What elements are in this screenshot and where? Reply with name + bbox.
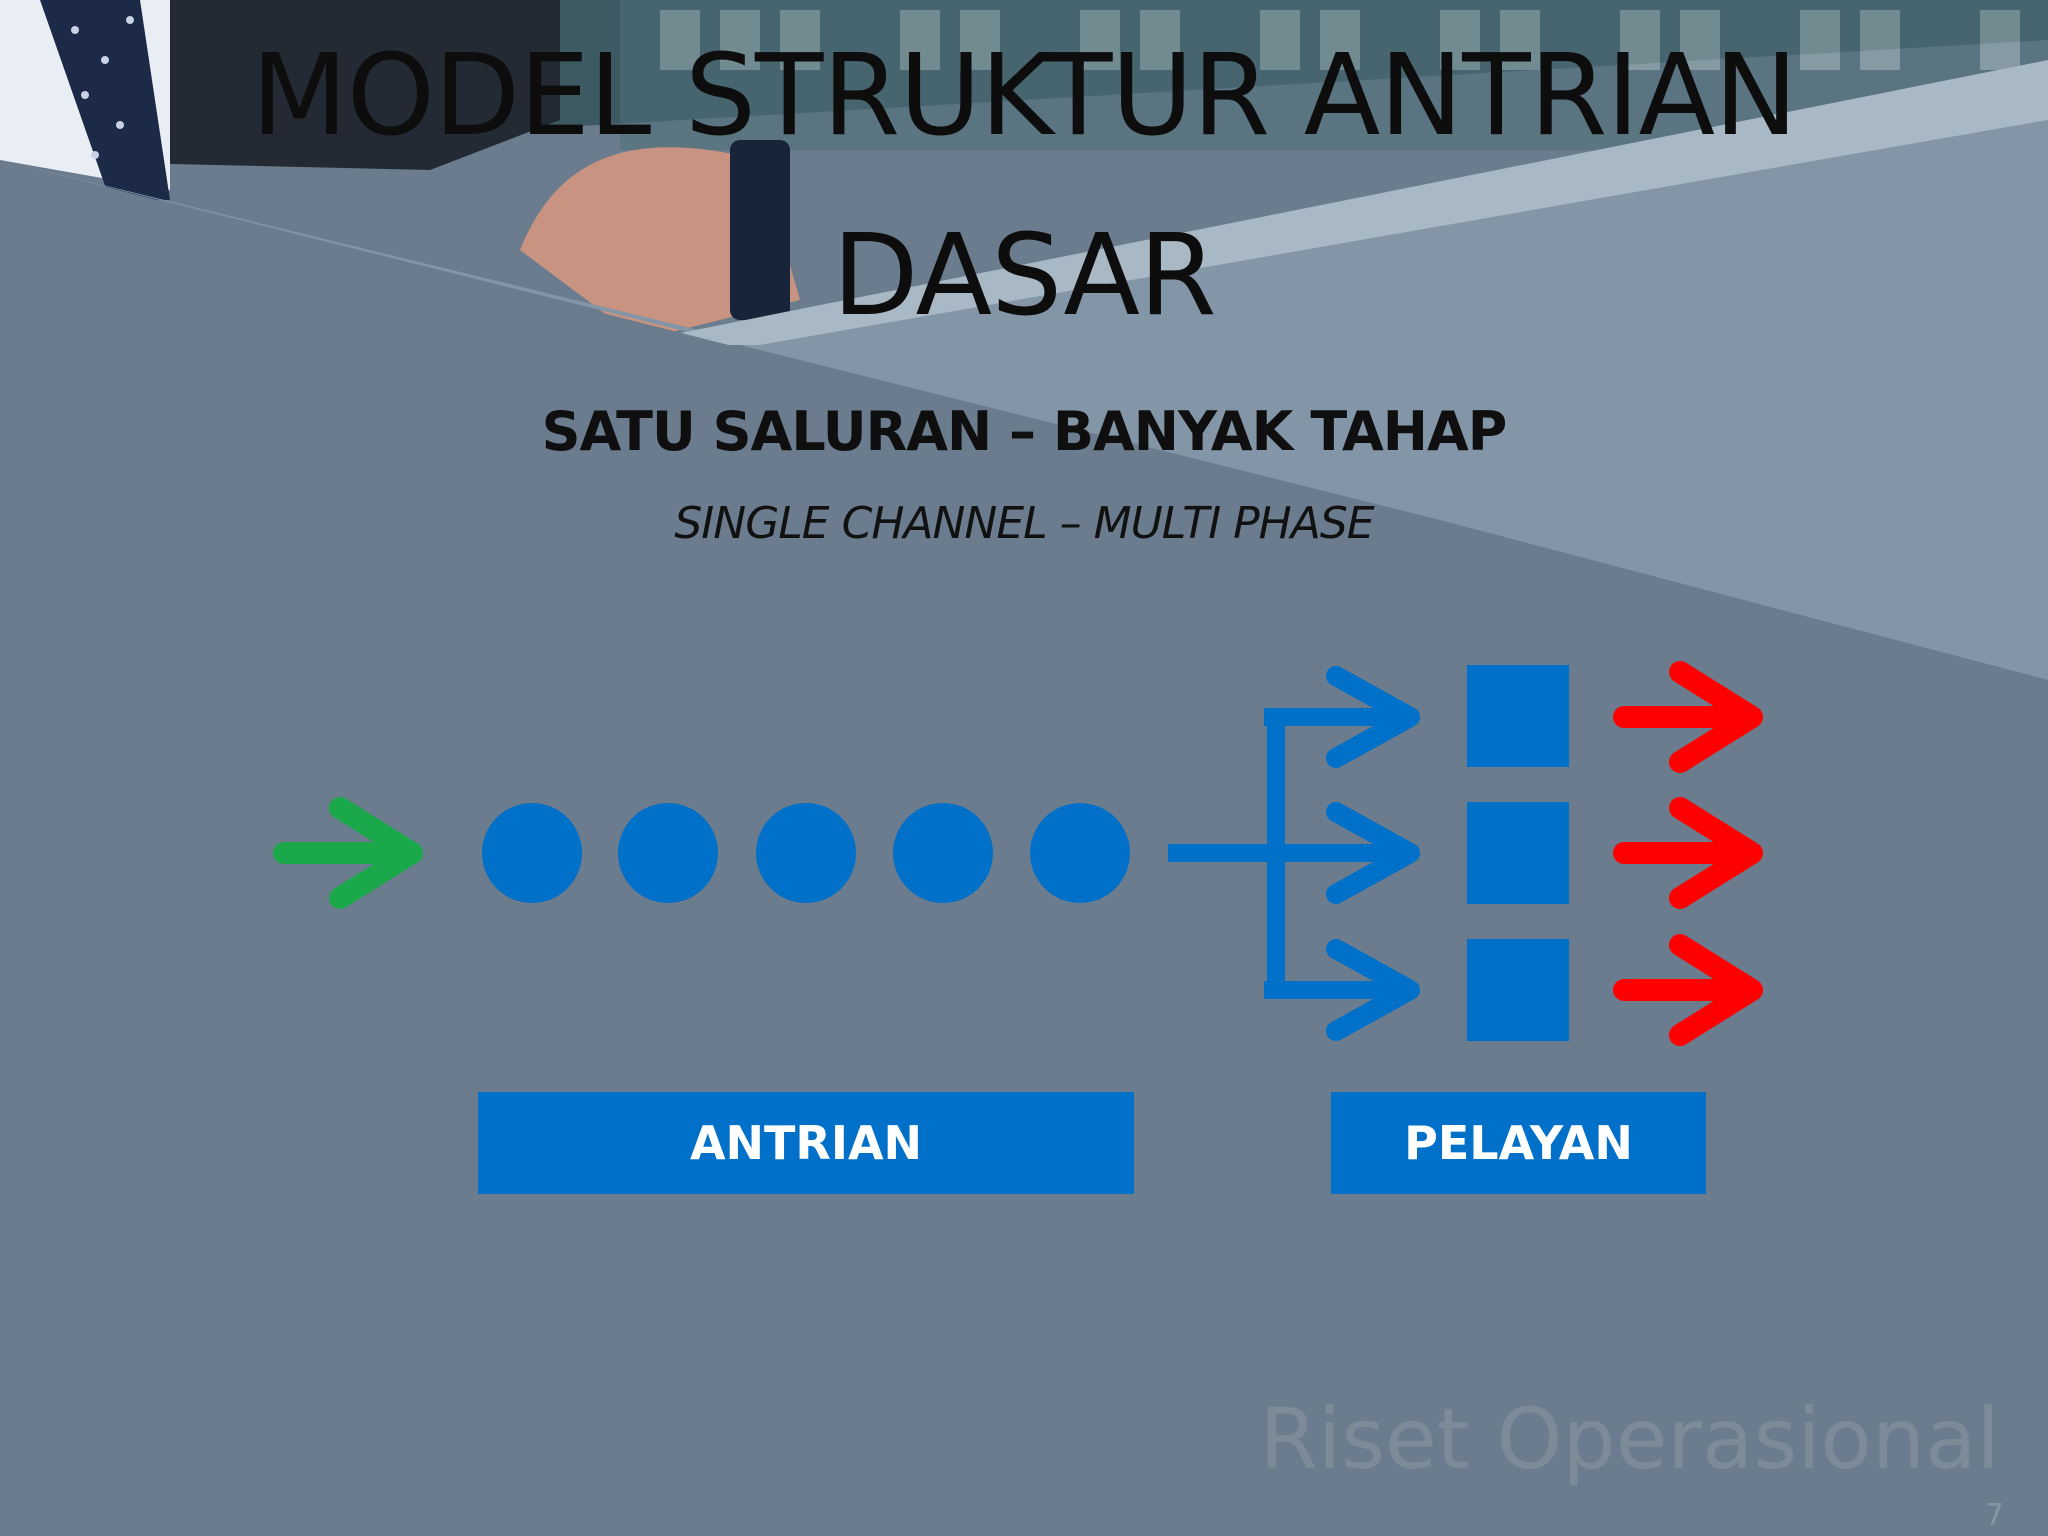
- title-line-1: MODEL STRUKTUR ANTRIAN: [251, 31, 1798, 161]
- arrival-arrow-icon: [273, 797, 423, 909]
- server-box: [1467, 665, 1569, 767]
- phase-arrow-icon: [1326, 666, 1420, 768]
- phase-arrow-icon: [1326, 939, 1420, 1041]
- subtitle: SATU SALURAN – BANYAK TAHAP: [541, 400, 1508, 463]
- slide-title: MODEL STRUKTUR ANTRIAN DASAR: [100, 30, 1948, 342]
- server-rack-pattern: [620, 0, 2048, 150]
- queue-customer: [482, 803, 582, 903]
- branch-connector: [1168, 708, 1400, 999]
- queue-customer: [618, 803, 718, 903]
- server-label: PELAYAN: [1331, 1092, 1706, 1194]
- title-line-2: DASAR: [832, 211, 1217, 341]
- queue-customer: [1030, 803, 1130, 903]
- departure-arrow-icon: [1613, 797, 1763, 909]
- queue-customer: [893, 803, 993, 903]
- server-box: [1467, 939, 1569, 1041]
- footer-brand: Riset Operasional: [1259, 1390, 2000, 1488]
- page-number: 7: [1984, 1498, 2004, 1533]
- phase-arrow-icon: [1326, 802, 1420, 904]
- businessman-photo: [0, 0, 800, 340]
- departure-arrow-icon: [1613, 934, 1763, 1046]
- queue-label: ANTRIAN: [478, 1092, 1134, 1194]
- server-box: [1467, 802, 1569, 904]
- subtitle-english: SINGLE CHANNEL – MULTI PHASE: [674, 498, 1374, 549]
- queue-customer: [756, 803, 856, 903]
- departure-arrow-icon: [1613, 661, 1763, 773]
